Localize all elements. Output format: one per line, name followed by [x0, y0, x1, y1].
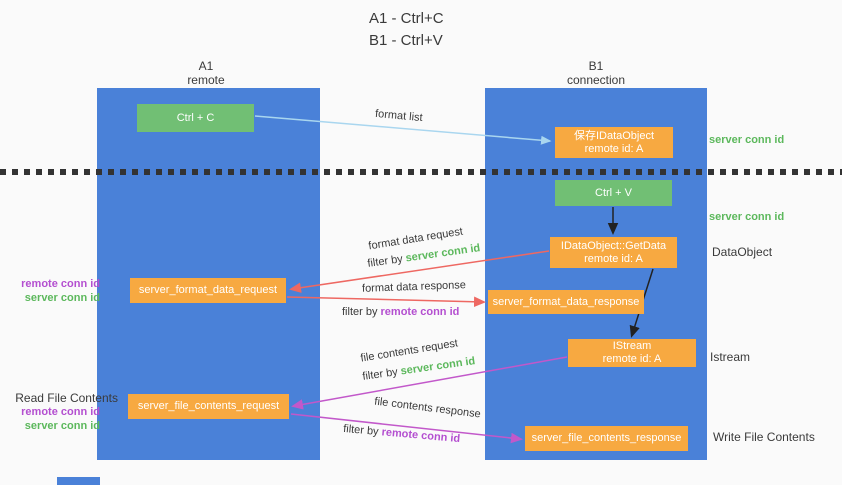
label-server-conn-id-top: server conn id — [709, 134, 785, 146]
node-file-response-label: server_file_contents_response — [531, 432, 682, 444]
node-format-request-label: server_format_data_request — [138, 284, 278, 296]
column-b-header: B1 connection — [536, 59, 656, 87]
title-line-2: B1 - Ctrl+V — [369, 32, 443, 49]
node-istream-line1: IStream — [612, 340, 652, 352]
dotted-divider — [0, 169, 842, 175]
title-line-1: A1 - Ctrl+C — [369, 10, 444, 27]
label-read-file-contents: Read File Contents — [15, 391, 118, 405]
diagram-title: A1 - Ctrl+C B1 - Ctrl+V — [369, 8, 444, 52]
arrow-file-contents-response — [290, 413, 523, 444]
filter-by-text: filter by — [342, 306, 381, 318]
label-remote-conn-id-2: remote conn id — [21, 406, 100, 418]
label-server-conn-id-2: server conn id — [24, 420, 100, 432]
label-istream: Istream — [710, 350, 751, 364]
node-save-idataobject: 保存IDataObject remote id: A — [555, 127, 673, 158]
arrow-format-list — [254, 115, 552, 145]
filter-by-remote-value: remote conn id — [380, 306, 460, 318]
node-idataobject-getdata: IDataObject::GetData remote id: A — [550, 237, 677, 268]
node-server-format-data-request: server_format_data_request — [130, 278, 286, 303]
node-save-idataobject-line1: 保存IDataObject — [573, 129, 655, 142]
node-ctrl-v: Ctrl + V — [555, 180, 672, 206]
column-b-id: B1 — [588, 59, 604, 73]
node-file-request-label: server_file_contents_request — [137, 400, 280, 412]
node-getdata-line2: remote id: A — [584, 252, 643, 265]
column-a-role: remote — [187, 73, 225, 87]
node-server-format-data-response: server_format_data_response — [488, 290, 644, 314]
node-ctrl-c-label: Ctrl + C — [176, 111, 215, 124]
label-filter-by-remote-1: filter by remote conn id — [342, 306, 459, 318]
node-ctrl-c: Ctrl + C — [137, 104, 254, 132]
label-dataobject: DataObject — [712, 245, 773, 259]
column-a-id: A1 — [198, 59, 214, 73]
arrow-format-data-response — [286, 296, 486, 308]
label-write-file-contents: Write File Contents — [713, 430, 815, 444]
node-istream: IStream remote id: A — [568, 339, 696, 367]
partial-blue-strip — [57, 477, 100, 485]
arrow-format-data-request — [289, 250, 550, 293]
label-group-file-request: remote conn id server conn id — [0, 405, 100, 433]
node-server-file-contents-request: server_file_contents_request — [128, 394, 289, 419]
node-format-response-label: server_format_data_response — [492, 295, 640, 308]
node-getdata-line1: IDataObject::GetData — [560, 239, 667, 252]
node-server-file-contents-response: server_file_contents_response — [525, 426, 688, 451]
label-server-conn-id-1: server conn id — [24, 292, 100, 304]
label-group-format-request: remote conn id server conn id — [0, 277, 100, 305]
arrow-file-contents-request — [291, 356, 568, 410]
node-ctrl-v-label: Ctrl + V — [595, 186, 632, 199]
column-b-role: connection — [566, 73, 626, 87]
node-istream-line2: remote id: A — [602, 353, 662, 365]
label-server-conn-id-mid: server conn id — [709, 211, 785, 223]
label-remote-conn-id-1: remote conn id — [21, 278, 100, 290]
node-save-idataobject-line2: remote id: A — [584, 142, 644, 155]
column-a-header: A1 remote — [146, 59, 266, 87]
